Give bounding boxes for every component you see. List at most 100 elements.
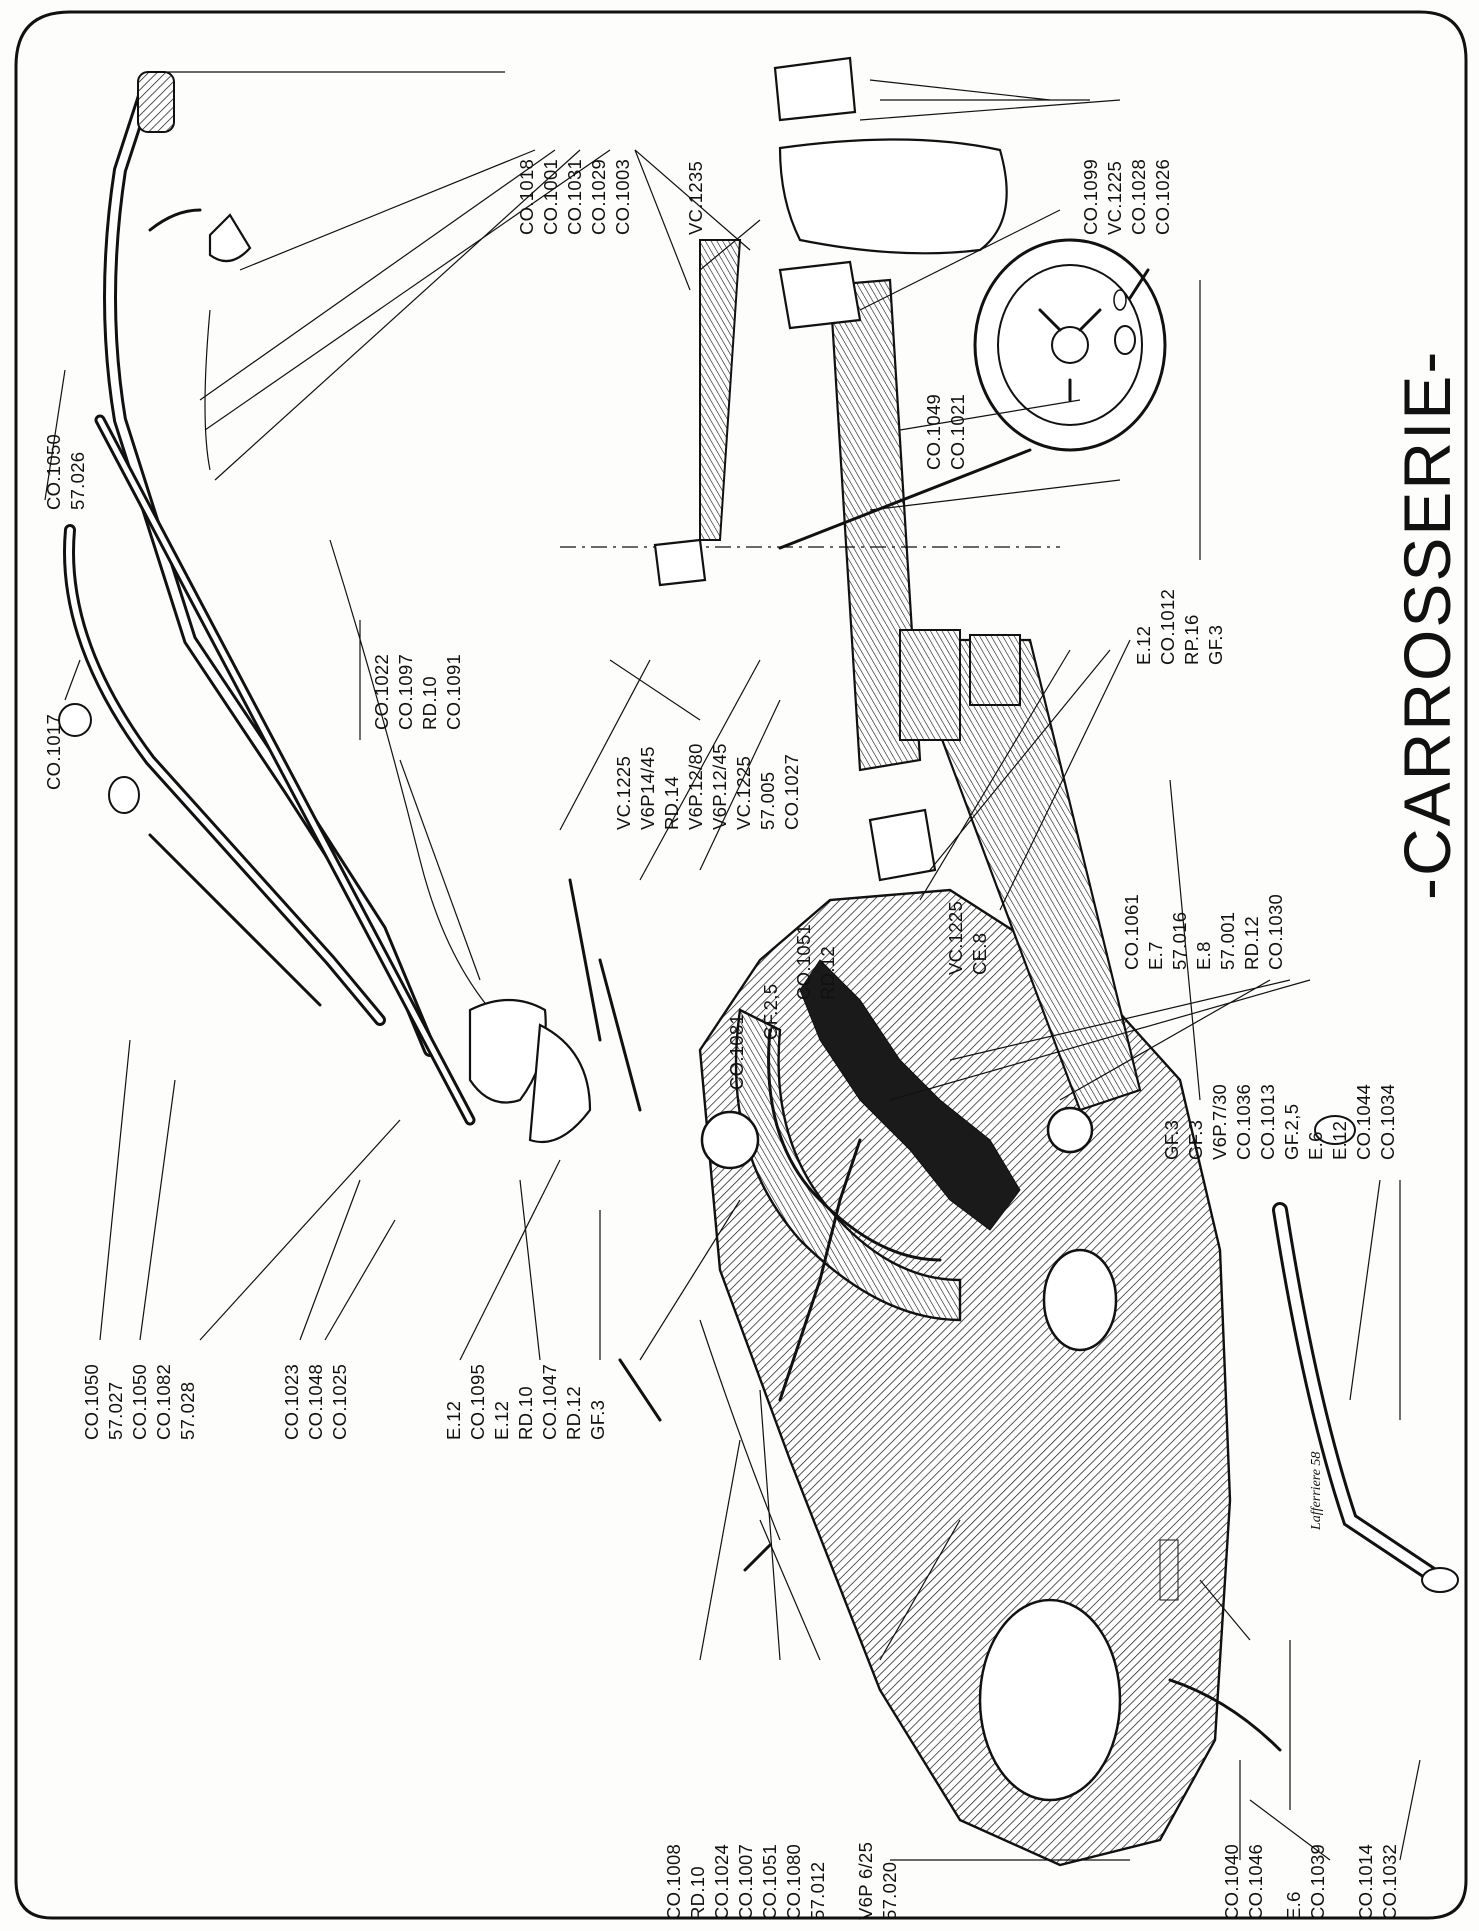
labels-group-center: VC.1225 V6P14/45 RD.14 V6P.12/80 V6P.12/… [613,743,802,830]
part-label: CO.1034 [1377,1084,1398,1160]
part-label: E.12 [443,1401,464,1440]
pulley-wheel [778,238,1167,550]
part-label: CO.1001 [540,159,561,235]
part-label: CO.1049 [923,394,944,470]
part-label: CO.1081 [726,1014,747,1090]
part-label: CO.1022 [371,654,392,730]
part-label: CO.1003 [612,159,633,235]
part-label: 57.026 [67,452,88,510]
part-label: VC.1225 [613,756,634,830]
part-label: 57.027 [105,1382,126,1440]
levers [468,878,862,1572]
labels-group-co1050: CO.1050 57.026 [43,434,88,510]
upper-arm-bars [560,239,1142,1112]
part-label: RD.12 [817,946,838,1000]
part-label: CO.1018 [516,159,537,235]
part-label: CO.1050 [43,434,64,510]
part-label: 57.001 [1217,912,1238,970]
part-label: CO.1039 [1307,1844,1328,1920]
labels-group-e12-right: E.12 CO.1012 RP.16 GF.3 [1133,589,1226,665]
labels-group-right-lower: GF.3 GF.3 V6P.7/30 CO.1036 CO.1013 GF.2,… [1161,1084,1398,1160]
part-label: CO.1091 [443,654,464,730]
labels-group-co1049: CO.1049 CO.1021 [923,394,968,470]
part-label: CO.1044 [1353,1084,1374,1160]
part-label: GF.2,5 [760,984,781,1040]
part-label: GF.3 [587,1400,608,1440]
labels-group-co1051: CO.1051 RD.12 [793,924,838,1000]
labels-group-vc1225-ce8: VC.1225 CE.8 [945,901,990,975]
part-label: CO.1030 [1265,894,1286,970]
part-label: CO.1013 [1257,1084,1278,1160]
part-label: CO.1008 [663,1844,684,1920]
part-label: GF.3 [1205,625,1226,665]
part-label: E.12 [1133,626,1154,665]
part-label: CO.1046 [1245,1844,1266,1920]
labels-group-co1023: CO.1023 CO.1048 CO.1025 [281,1364,350,1440]
part-label: CO.1032 [1379,1844,1400,1920]
labels-group-bottom-right: CO.1040 CO.1046 E.6 CO.1039 CO.1014 CO.1… [1221,1844,1400,1920]
part-label: E.7 [1145,941,1166,970]
part-label: VC.1225 [1104,161,1125,235]
part-label: CO.1012 [1157,589,1178,665]
diagram-title: -CARROSSERIE- [1390,350,1464,900]
part-label: E.8 [1193,941,1214,970]
labels-group-co1017: CO.1017 [43,714,64,790]
part-label: CO.1023 [281,1364,302,1440]
part-label: VC.1225 [733,756,754,830]
part-label: CO.1007 [735,1844,756,1920]
part-label: 57.016 [1169,912,1190,970]
part-label: RD.12 [1241,916,1262,970]
artist-signature: Lafferriere 58 [1309,1452,1324,1531]
pulley-guard [734,1008,962,1322]
labels-group-co1081: CO.1081 [726,1014,747,1090]
part-label: 57.005 [757,772,778,830]
part-label: CO.1029 [588,159,609,235]
part-label: GF.3 [1161,1120,1182,1160]
part-label: CO.1025 [329,1364,350,1440]
labels-group-co1022: CO.1022 CO.1097 RD.10 CO.1091 [371,654,464,730]
part-label: GF.2,5 [1281,1104,1302,1160]
part-label: E.6 [1305,1131,1326,1160]
part-label: RD.10 [687,1866,708,1920]
part-label: CO.1031 [564,159,585,235]
labels-group-right-mid: CO.1061 E.7 57.016 E.8 57.001 RD.12 CO.1… [1121,894,1286,970]
part-label: 57.012 [807,1862,828,1920]
part-label: CO.1097 [395,654,416,730]
part-label: E.12 [491,1401,512,1440]
part-label: V6P 6/25 [855,1842,876,1920]
labels-group-bottom-center: CO.1008 RD.10 CO.1024 CO.1007 CO.1051 CO… [663,1842,900,1920]
part-label: CO.1051 [793,924,814,1000]
labels-group-gf25: GF.2,5 [760,984,781,1040]
labels-group-top-right: CO.1099 VC.1225 CO.1028 CO.1026 [1080,159,1173,235]
part-label: CO.1082 [153,1364,174,1440]
handlebar-assembly [58,71,521,1126]
part-label: CO.1017 [43,714,64,790]
part-label: CE.8 [969,933,990,975]
part-label: V6P.12/80 [685,743,706,830]
part-label: RD.14 [661,776,682,830]
chain-case-body [698,888,1232,1867]
part-label: CO.1099 [1080,159,1101,235]
part-label: RD.10 [515,1386,536,1440]
part-label: 57.028 [177,1382,198,1440]
part-label: VC.1225 [945,901,966,975]
part-label: CO.1026 [1152,159,1173,235]
part-label: CO.1050 [81,1364,102,1440]
labels-group-e12-bottom: E.12 CO.1095 E.12 RD.10 CO.1047 RD.12 GF… [443,1364,608,1440]
part-label: V6P.7/30 [1209,1084,1230,1160]
part-label: RD.10 [419,676,440,730]
part-label: V6P.12/45 [709,743,730,830]
lower-right-handle [1159,1115,1459,1752]
page-border [14,10,1468,1920]
part-label: CO.1047 [539,1364,560,1440]
part-label: CO.1036 [1233,1084,1254,1160]
part-label: CO.1061 [1121,894,1142,970]
part-label: VC.1235 [685,161,706,235]
labels-group-vc1235: VC.1235 [685,161,706,235]
part-label: RD.12 [563,1386,584,1440]
part-label: CO.1040 [1221,1844,1242,1920]
part-label: 57.020 [879,1862,900,1920]
part-label: CO.1014 [1355,1844,1376,1920]
